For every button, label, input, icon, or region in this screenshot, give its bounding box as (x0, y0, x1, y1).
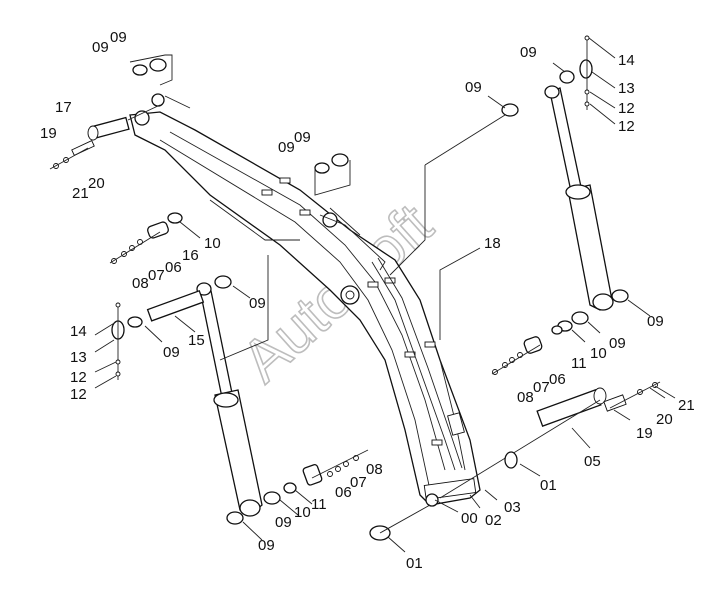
label-13: 13 (70, 349, 87, 366)
label-09: 09 (294, 129, 311, 146)
label-19: 19 (636, 425, 653, 442)
label-09: 09 (249, 295, 266, 312)
label-20: 20 (656, 411, 673, 428)
label-10: 10 (204, 235, 221, 252)
label-12: 12 (618, 100, 635, 117)
label-18: 18 (484, 235, 501, 252)
label-09: 09 (520, 44, 537, 61)
label-09: 09 (275, 514, 292, 531)
label-01: 01 (540, 477, 557, 494)
label-09: 09 (647, 313, 664, 330)
pin-05 (536, 387, 627, 427)
label-09: 09 (163, 344, 180, 361)
label-11: 11 (311, 496, 327, 513)
boom-cylinder-right (544, 85, 614, 311)
label-09: 09 (110, 29, 127, 46)
label-11: 11 (571, 355, 587, 372)
label-10: 10 (590, 345, 607, 362)
label-07: 07 (148, 267, 165, 284)
label-08: 08 (517, 389, 534, 406)
label-05: 05 (584, 453, 601, 470)
label-00: 00 (461, 510, 478, 527)
label-06: 06 (335, 484, 352, 501)
label-19: 19 (40, 125, 57, 142)
label-17: 17 (55, 99, 72, 116)
label-09: 09 (609, 335, 626, 352)
pin-17 (87, 116, 130, 141)
boom (129, 93, 481, 507)
label-10: 10 (294, 504, 311, 521)
label-14: 14 (618, 52, 635, 69)
label-13: 13 (618, 80, 635, 97)
label-12: 12 (618, 118, 635, 135)
label-21: 21 (678, 397, 695, 414)
label-09: 09 (92, 39, 109, 56)
label-12: 12 (70, 386, 87, 403)
label-01: 01 (406, 555, 423, 572)
label-12: 12 (70, 369, 87, 386)
label-20: 20 (88, 175, 105, 192)
label-15: 15 (188, 332, 205, 349)
label-09: 09 (278, 139, 295, 156)
label-09: 09 (258, 537, 275, 554)
label-06: 06 (549, 371, 566, 388)
washer-09-top (129, 54, 173, 86)
label-16: 16 (182, 247, 199, 264)
callout-labels: 09 09 17 19 20 21 09 09 14 13 12 12 09 0… (40, 29, 695, 572)
label-03: 03 (504, 499, 521, 516)
label-09: 09 (465, 79, 482, 96)
bolt-19 (71, 140, 95, 156)
label-08: 08 (132, 275, 149, 292)
label-07: 07 (533, 379, 550, 396)
label-07: 07 (350, 474, 367, 491)
label-02: 02 (485, 512, 502, 529)
label-08: 08 (366, 461, 383, 478)
boom-cylinder-left (196, 282, 263, 517)
label-06: 06 (165, 259, 182, 276)
label-14: 14 (70, 323, 87, 340)
label-21: 21 (72, 185, 89, 202)
